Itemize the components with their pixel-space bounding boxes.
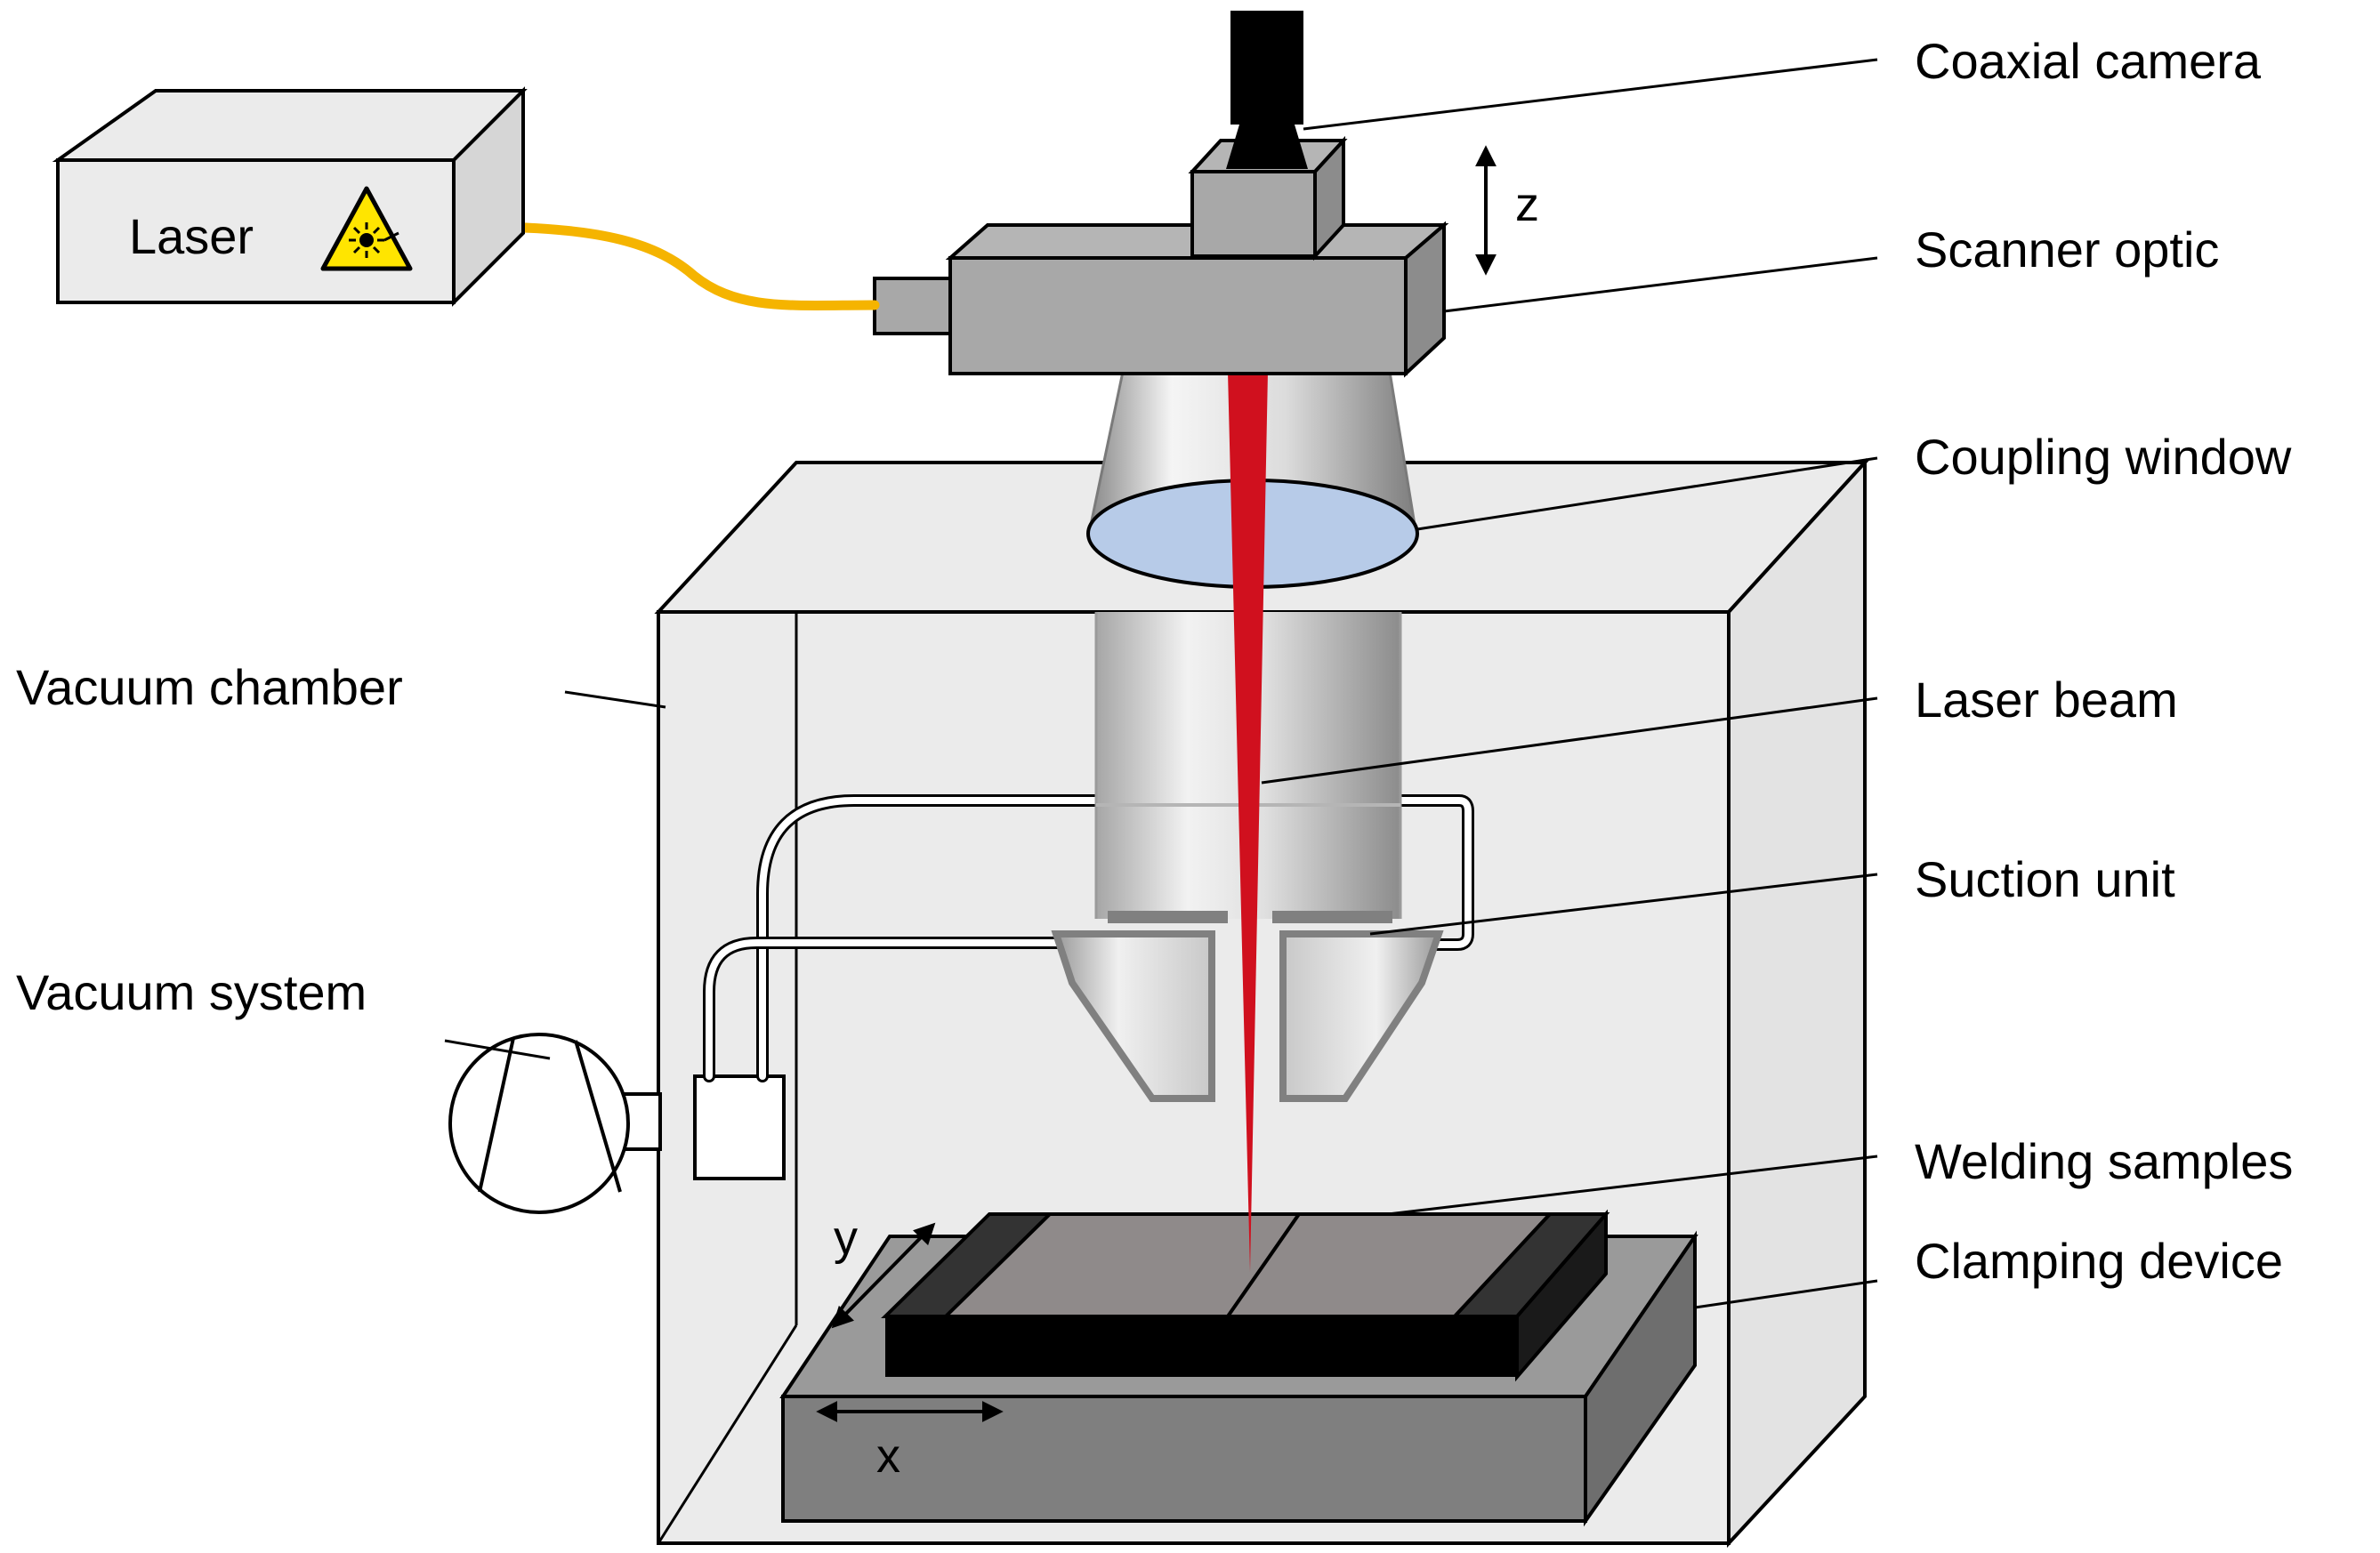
chamber-back-floor-edge (657, 1324, 798, 1544)
scanner-optic (873, 135, 1449, 378)
label-scanner-optic: Scanner optic (1915, 221, 2219, 278)
leader-coupling-window (1416, 456, 1878, 531)
y-axis-arrow: y (831, 1211, 936, 1329)
chamber-back-right-floor (1727, 1395, 1867, 1545)
camera-mount-front (1190, 170, 1317, 258)
x-axis-label: x (876, 1429, 900, 1483)
leader-clamping-device (1694, 1279, 1878, 1309)
camera-lens (1226, 125, 1308, 169)
laser-warning-icon (320, 186, 413, 271)
laser-box-top (52, 89, 528, 162)
label-vacuum-chamber: Vacuum chamber (16, 659, 403, 715)
vacuum-valve-box (693, 1074, 786, 1180)
sample-right-rail (1450, 1212, 1610, 1318)
leader-welding-samples (1387, 1155, 1878, 1216)
scanner-front-face (948, 256, 1408, 375)
leader-suction-unit (1369, 873, 1878, 936)
suction-nozzle-right (1279, 930, 1444, 1102)
label-clamping-device: Clamping device (1915, 1233, 2283, 1289)
sample-base-front (885, 1316, 1517, 1377)
laser-label: Laser (129, 208, 254, 264)
pump-vane-right (574, 1040, 622, 1193)
label-laser-beam: Laser beam (1915, 672, 2178, 728)
leader-vacuum-system (444, 1039, 551, 1060)
cone-edge-left (1089, 371, 1125, 526)
camera-body (1230, 11, 1303, 125)
label-welding-samples: Welding samples (1915, 1133, 2293, 1189)
vacuum-system (448, 1033, 662, 1214)
hose-lower-inner (706, 939, 1067, 1080)
label-vacuum-system: Vacuum system (16, 964, 367, 1020)
leader-coaxial-camera (1303, 58, 1878, 131)
chamber-side-face (1727, 457, 1867, 1549)
leader-vacuum-chamber (564, 690, 666, 709)
suction-nozzle-left-flange (1108, 911, 1228, 923)
clamp-front-face (781, 1395, 1587, 1523)
y-axis-label: y (834, 1211, 858, 1265)
label-suction-unit: Suction unit (1915, 851, 2175, 907)
laser-source: Laser (52, 86, 880, 310)
welding-samples (881, 1209, 1610, 1382)
z-axis-label: z (1515, 178, 1539, 231)
suction-nozzle-right-flange (1272, 911, 1392, 923)
label-coupling-window: Coupling window (1915, 429, 2292, 485)
laser-box-front (56, 158, 456, 304)
pump-body (448, 1033, 630, 1214)
suction-nozzle-left (1051, 930, 1215, 1102)
fiber-cable (475, 221, 880, 310)
leader-laser-beam (1261, 696, 1878, 785)
laser-beam (1228, 372, 1268, 1272)
leader-scanner-optic (1443, 256, 1878, 313)
hose-upper-inner (759, 797, 1472, 1080)
cone-edge-right (1388, 371, 1416, 526)
z-axis-arrow: z (1475, 145, 1539, 276)
vacuum-hose (693, 794, 1474, 1180)
leader-lines (444, 58, 1878, 1309)
pump-vane-left (478, 1037, 515, 1193)
x-axis-arrow: x (816, 1401, 1004, 1483)
fiber-connector (873, 277, 952, 335)
coaxial-camera (1226, 11, 1308, 169)
label-coaxial-camera: Coaxial camera (1915, 33, 2262, 89)
